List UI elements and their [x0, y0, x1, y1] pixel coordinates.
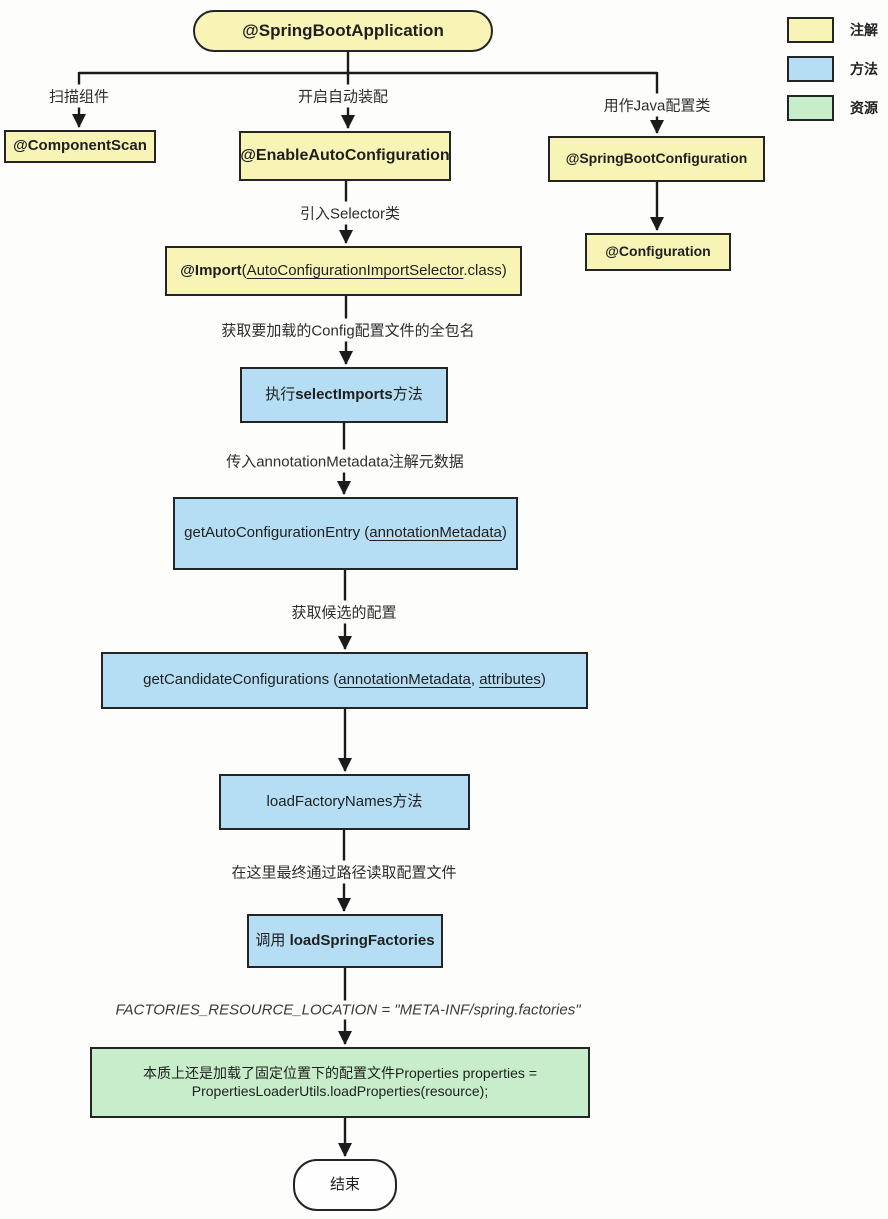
import-paren: (	[241, 261, 247, 279]
get-candidate-post: )	[540, 671, 546, 689]
legend-item-resource: 资源	[787, 95, 882, 121]
node-get-auto-configuration-entry: getAutoConfigurationEntry (annotationMet…	[173, 497, 518, 570]
select-imports-method: selectImports	[295, 385, 393, 403]
select-imports-post: 方法	[392, 385, 423, 403]
get-auto-entry-post: )	[501, 524, 507, 542]
legend-label-method: 方法	[850, 61, 878, 77]
legend-swatch-annotation	[787, 17, 834, 43]
edge-label-java-config-class: 用作Java配置类	[598, 93, 716, 117]
edge-label-read-config-by-path: 在这里最终通过路径读取配置文件	[226, 860, 462, 884]
node-configuration: @Configuration	[585, 233, 731, 271]
get-candidate-param2: attributes	[479, 671, 541, 689]
edge-label-get-candidate-config: 获取候选的配置	[286, 600, 402, 624]
node-spring-boot-configuration: @SpringBootConfiguration	[548, 136, 765, 182]
edge-label-scan-components: 扫描组件	[43, 84, 115, 108]
get-auto-entry-param: annotationMetadata	[369, 524, 502, 542]
edge-label-enable-auto-assembly: 开启自动装配	[292, 84, 394, 108]
edge-label-get-full-package-names: 获取要加载的Config配置文件的全包名	[216, 318, 480, 342]
node-select-imports: 执行selectImports方法	[240, 367, 448, 423]
node-get-candidate-configurations: getCandidateConfigurations (annotationMe…	[101, 652, 588, 709]
get-candidate-mid: ,	[470, 671, 480, 689]
legend-item-annotation: 注解	[787, 17, 882, 43]
legend: 注解 方法 资源	[787, 17, 882, 134]
legend-item-method: 方法	[787, 56, 882, 82]
properties-loader-line1: 本质上还是加载了固定位置下的配置文件Properties properties …	[142, 1065, 537, 1081]
legend-label-resource: 资源	[850, 100, 878, 116]
load-spring-factories-pre: 调用	[255, 931, 290, 949]
get-auto-entry-pre: getAutoConfigurationEntry (	[184, 524, 370, 542]
node-end: 结束	[293, 1159, 397, 1211]
node-load-spring-factories: 调用 loadSpringFactories	[247, 914, 443, 968]
load-spring-factories-method: loadSpringFactories	[289, 931, 435, 949]
properties-loader-line2: PropertiesLoaderUtils.loadProperties(res…	[191, 1082, 489, 1099]
node-component-scan: @ComponentScan	[4, 130, 156, 163]
edge-label-pass-annotation-metadata: 传入annotationMetadata注解元数据	[221, 449, 469, 473]
legend-swatch-method	[787, 56, 834, 82]
edge-label-import-selector-class: 引入Selector类	[294, 201, 406, 225]
get-candidate-pre: getCandidateConfigurations (	[143, 671, 339, 689]
node-spring-boot-application: @SpringBootApplication	[193, 10, 493, 52]
edge-label-factories-resource-location: FACTORIES_RESOURCE_LOCATION = "META-INF/…	[110, 1000, 586, 1020]
import-suffix: .class)	[463, 261, 507, 279]
node-enable-auto-configuration: @EnableAutoConfiguration	[239, 131, 451, 181]
import-class-name: AutoConfigurationImportSelector	[246, 261, 464, 279]
node-import-selector: @Import(AutoConfigurationImportSelector.…	[165, 246, 522, 296]
legend-label-annotation: 注解	[850, 22, 878, 38]
node-properties-loader: 本质上还是加载了固定位置下的配置文件Properties properties …	[90, 1047, 590, 1118]
get-candidate-param1: annotationMetadata	[338, 671, 471, 689]
legend-swatch-resource	[787, 95, 834, 121]
import-keyword: @Import	[180, 261, 242, 279]
select-imports-pre: 执行	[265, 385, 296, 403]
node-load-factory-names: loadFactoryNames方法	[219, 774, 470, 830]
